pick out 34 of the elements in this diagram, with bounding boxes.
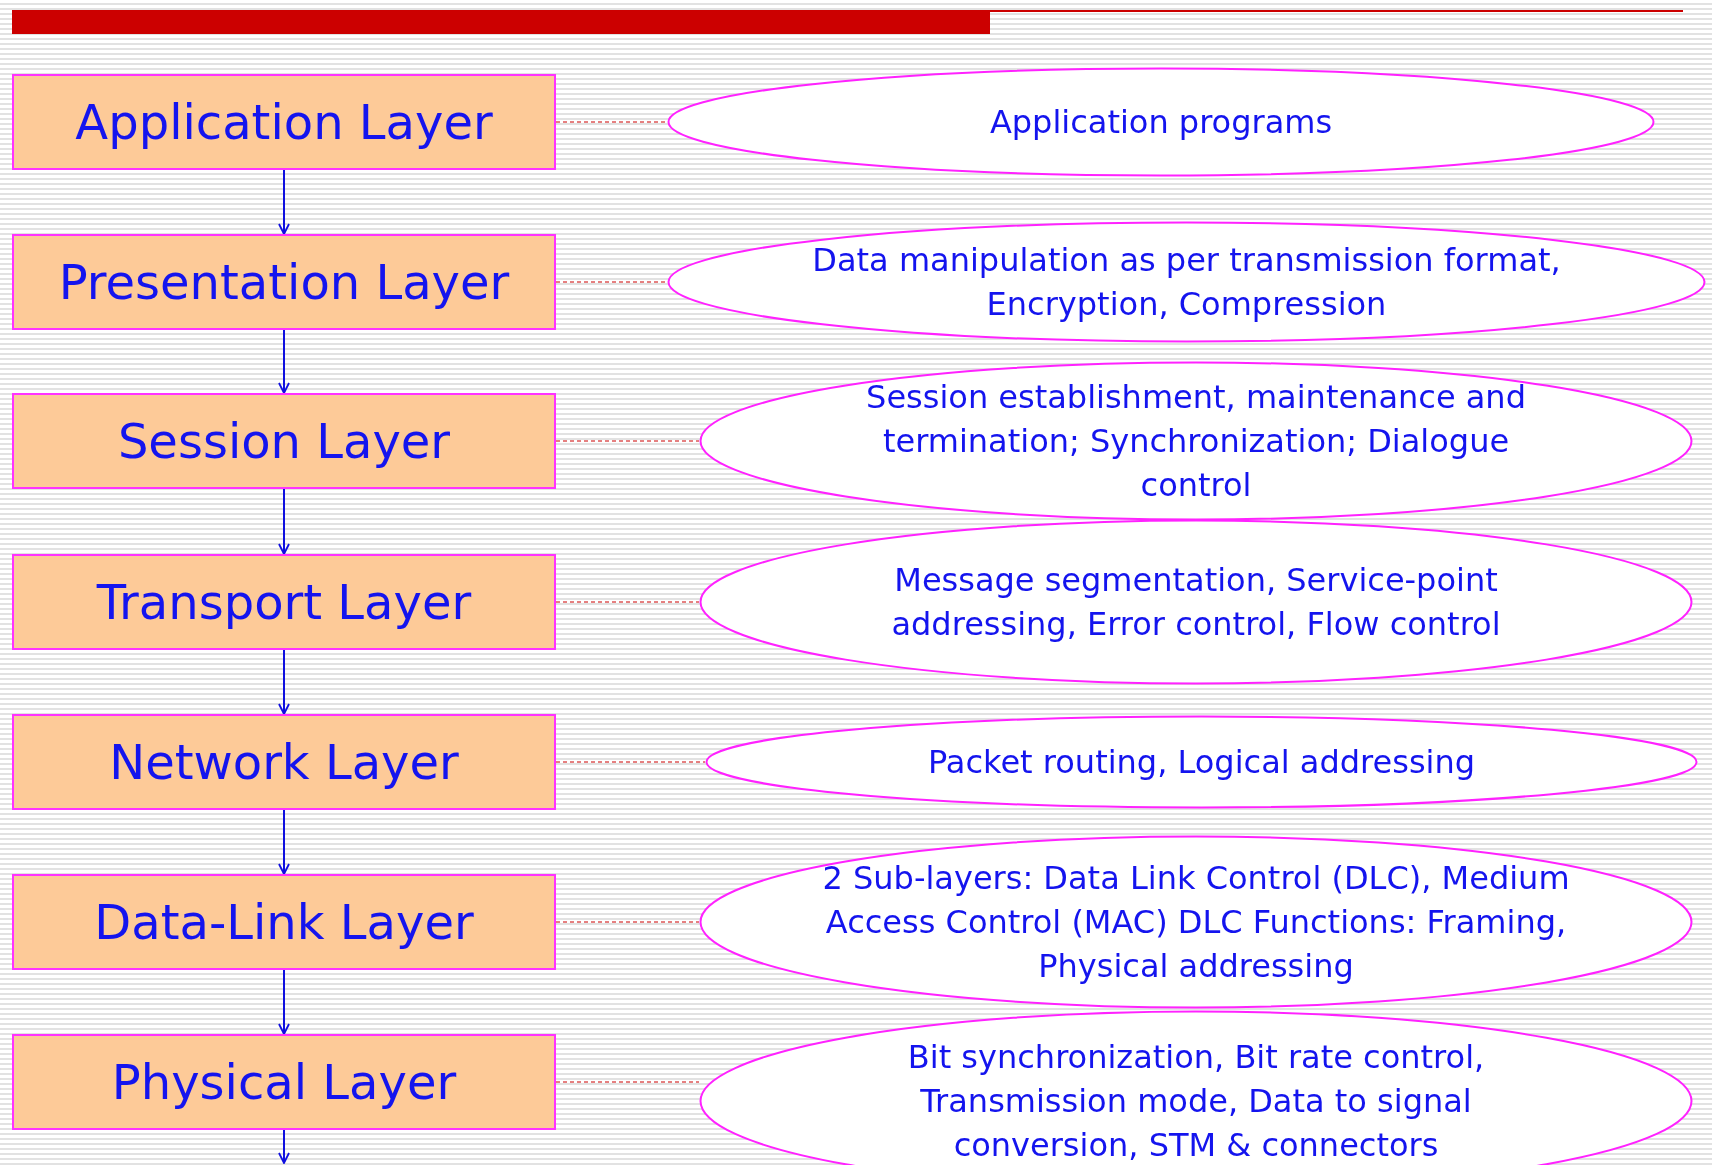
arrow <box>278 809 290 875</box>
layer-box: Session Layer <box>12 393 556 489</box>
arrow <box>278 1129 290 1164</box>
layer-box: Transport Layer <box>12 554 556 650</box>
layer-box: Application Layer <box>12 74 556 170</box>
function-text: Message segmentation, Service-point addressing, Error control, Flow control <box>890 560 1502 645</box>
function-ellipse <box>667 221 1706 343</box>
arrow <box>278 169 290 235</box>
function-text: Packet routing, Logical addressing <box>927 742 1476 783</box>
function-text: Data manipulation as per transmission format, Encryption, Compression <box>811 240 1562 325</box>
layer-box: Data-Link Layer <box>12 874 556 970</box>
dashed-connector <box>555 921 700 923</box>
layer-box: Network Layer <box>12 714 556 810</box>
dashed-connector <box>555 121 668 123</box>
function-ellipse <box>699 519 1693 685</box>
dashed-connector <box>555 761 706 763</box>
function-text: Bit synchronization, Bit rate control, Transmission mode, Data to signal conversion, STM & connectors <box>906 1037 1486 1165</box>
dashed-connector <box>555 281 668 283</box>
dashed-connector <box>555 1081 700 1083</box>
arrow <box>278 969 290 1035</box>
layer-box: Presentation Layer <box>12 234 556 330</box>
function-ellipse <box>667 67 1655 177</box>
layer-box: Physical Layer <box>12 1034 556 1130</box>
function-ellipse <box>699 835 1693 1009</box>
function-text: 2 Sub-layers: Data Link Control (DLC), Medium Access Control (MAC) DLC Functions: Framing, Physical addressing <box>821 858 1571 987</box>
dashed-connector <box>555 440 700 442</box>
function-text: Session establishment, maintenance and termination; Synchronization; Dialogue control <box>865 377 1527 506</box>
function-ellipse <box>705 715 1698 809</box>
arrow <box>278 649 290 715</box>
arrow <box>278 329 290 394</box>
function-text: Application programs <box>989 102 1333 143</box>
arrow <box>278 488 290 555</box>
function-ellipse <box>699 361 1693 521</box>
dashed-connector <box>555 601 700 603</box>
